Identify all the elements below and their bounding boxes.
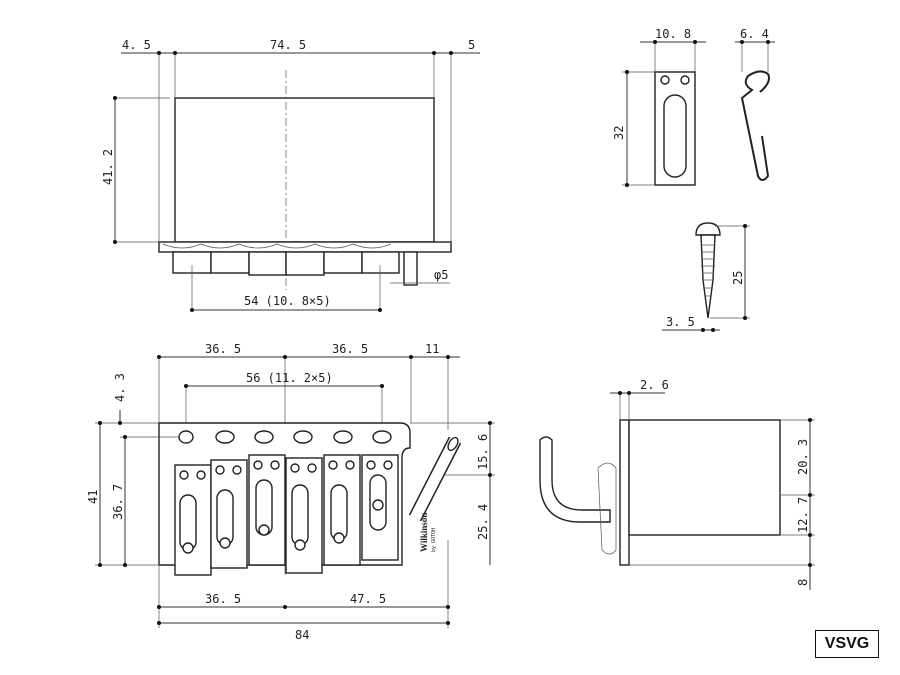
dim-side-upper: 20. 3 — [796, 439, 810, 475]
dim-claw-width: 10. 8 — [655, 27, 691, 41]
dim-post-diameter: φ5 — [434, 268, 448, 282]
dim-bottom-right: 47. 5 — [350, 592, 386, 606]
side-view: 2. 6 20. 3 12. 7 8 — [539, 378, 815, 590]
top-view: 4. 5 74. 5 5 41. 2 φ5 54 (10. 8×5) — [101, 38, 480, 312]
dim-height: 41. 2 — [101, 149, 115, 185]
dim-string-spacing: 54 (10. 8×5) — [244, 294, 331, 308]
dim-total-width: 84 — [295, 628, 309, 642]
dim-screw-diameter: 3. 5 — [666, 315, 695, 329]
dim-plate-thickness: 2. 6 — [640, 378, 669, 392]
mounting-holes — [178, 430, 392, 444]
dim-lower-right: 25. 4 — [476, 504, 490, 540]
arm-post — [403, 251, 418, 286]
dim-hole-spacing: 56 (11. 2×5) — [246, 371, 333, 385]
dim-half-right: 36. 5 — [332, 342, 368, 356]
sustain-block — [174, 97, 435, 243]
dim-right-offset: 5 — [468, 38, 475, 52]
dim-inner-height: 36. 7 — [111, 484, 125, 520]
model-label: VSVG — [815, 630, 879, 658]
screw — [695, 222, 721, 236]
front-view: 36. 5 36. 5 11 56 (11. 2×5) Wilkinson by… — [86, 342, 495, 642]
dim-half-left: 36. 5 — [205, 342, 241, 356]
screw-view: 25 3. 5 — [662, 222, 750, 332]
dim-screw-length: 25 — [731, 271, 745, 285]
svg-text:Wilkinson: Wilkinson — [419, 513, 429, 552]
dim-top-margin: 4. 3 — [113, 373, 127, 402]
svg-text:by GOTOH: by GOTOH — [431, 528, 437, 552]
dim-upper-right: 15. 6 — [476, 434, 490, 470]
dim-width: 74. 5 — [270, 38, 306, 52]
saddles — [174, 454, 399, 576]
dim-total-height: 41 — [86, 490, 100, 504]
tremolo-claw-view: 10. 8 32 — [612, 27, 706, 187]
saddles-edge — [172, 251, 400, 276]
spring-view: 6. 4 — [735, 27, 775, 181]
dim-side-middle: 12. 7 — [796, 497, 810, 533]
spring — [740, 70, 770, 181]
side-block — [628, 419, 781, 536]
dim-side-lower: 8 — [796, 579, 810, 586]
dim-claw-height: 32 — [612, 126, 626, 140]
side-arm — [539, 436, 611, 523]
dim-bottom-left: 36. 5 — [205, 592, 241, 606]
dim-left-offset: 4. 5 — [122, 38, 151, 52]
dim-spring-width: 6. 4 — [740, 27, 769, 41]
tremolo-arm — [447, 436, 459, 452]
side-plate — [619, 419, 630, 566]
wilkinson-logo: Wilkinson by GOTOH — [419, 513, 437, 552]
dim-arm-offset: 11 — [425, 342, 439, 356]
